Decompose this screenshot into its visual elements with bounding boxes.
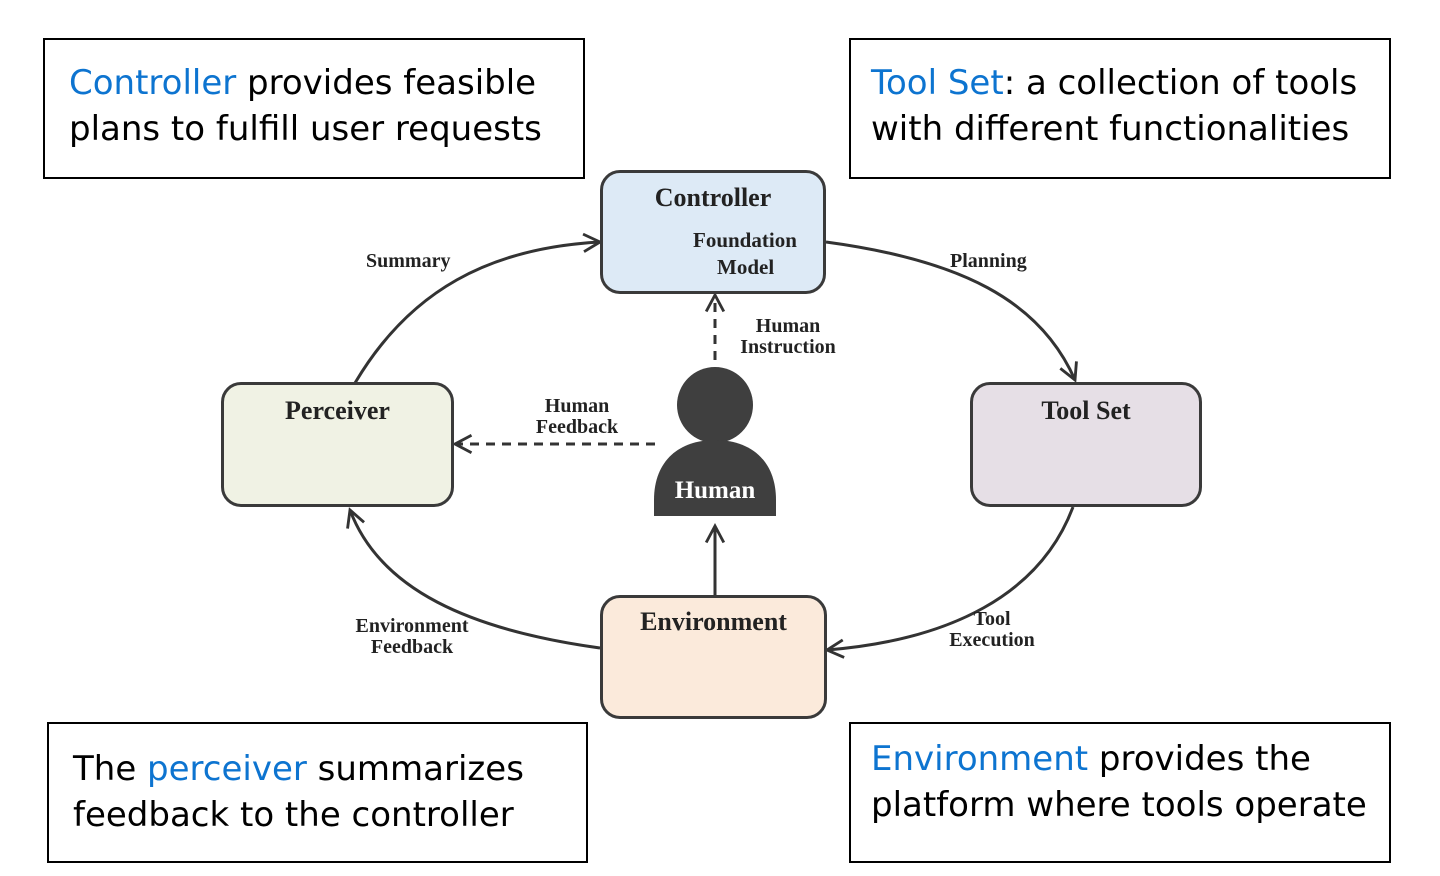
toolset-callout-text-2: with different functionalities (871, 109, 1350, 149)
perceiver-title: Perceiver (285, 396, 390, 425)
environment-callout-text-2: platform where tools operate (871, 785, 1367, 825)
controller-node: Controller Foundation Model (600, 170, 826, 294)
model-label: Model (717, 255, 775, 279)
planning-edge (825, 240, 1078, 383)
toolset-node: Tool Set (970, 382, 1202, 507)
environment-node: Environment (600, 595, 827, 719)
toolset-callout: Tool Set: a collection of tools with dif… (849, 38, 1391, 179)
controller-callout-text-2: plans to fulfill user requests (69, 109, 542, 149)
tool-execution-edge (823, 506, 1075, 659)
tool-execution-label-1: Tool (973, 608, 1011, 630)
perceiver-callout: The perceiver summarizes feedback to the… (47, 722, 588, 863)
summary-label: Summary (366, 250, 451, 272)
human-instruction-label-2: Instruction (740, 336, 836, 358)
human-instruction-label-1: Human (755, 315, 821, 337)
person-icon (654, 367, 776, 516)
perceiver-callout-text-1: summarizes (306, 749, 524, 789)
perceiver-callout-highlight: perceiver (147, 749, 307, 789)
controller-callout-text-1: provides feasible (236, 63, 537, 103)
environment-title: Environment (640, 607, 787, 636)
controller-title: Controller (654, 183, 772, 212)
toolset-callout-highlight: Tool Set (871, 63, 1004, 103)
environment-feedback-edge (346, 507, 601, 650)
perceiver-callout-text-pre: The (73, 749, 148, 789)
environment-feedback-label-1: Environment (355, 615, 469, 637)
summary-edge (353, 232, 604, 384)
perceiver-node: Perceiver (221, 382, 454, 507)
environment-feedback-label-2: Feedback (370, 636, 454, 658)
human-feedback-label-2: Feedback (535, 416, 619, 438)
environment-callout-text-1: provides the (1088, 739, 1311, 779)
tool-execution-label-2: Execution (949, 629, 1035, 651)
toolset-callout-text-1: : a collection of tools (1003, 63, 1358, 103)
environment-callout: Environment provides the platform where … (849, 722, 1391, 863)
environment-callout-highlight: Environment (871, 739, 1089, 779)
toolset-title: Tool Set (1041, 396, 1131, 425)
controller-callout-highlight: Controller (69, 63, 237, 103)
planning-label: Planning (950, 250, 1027, 272)
controller-callout: Controller provides feasible plans to fu… (43, 38, 585, 179)
perceiver-callout-text-2: feedback to the controller (73, 795, 514, 835)
foundation-label: Foundation (693, 228, 797, 252)
human-title: Human (674, 477, 756, 504)
human-feedback-label-1: Human (544, 395, 610, 417)
